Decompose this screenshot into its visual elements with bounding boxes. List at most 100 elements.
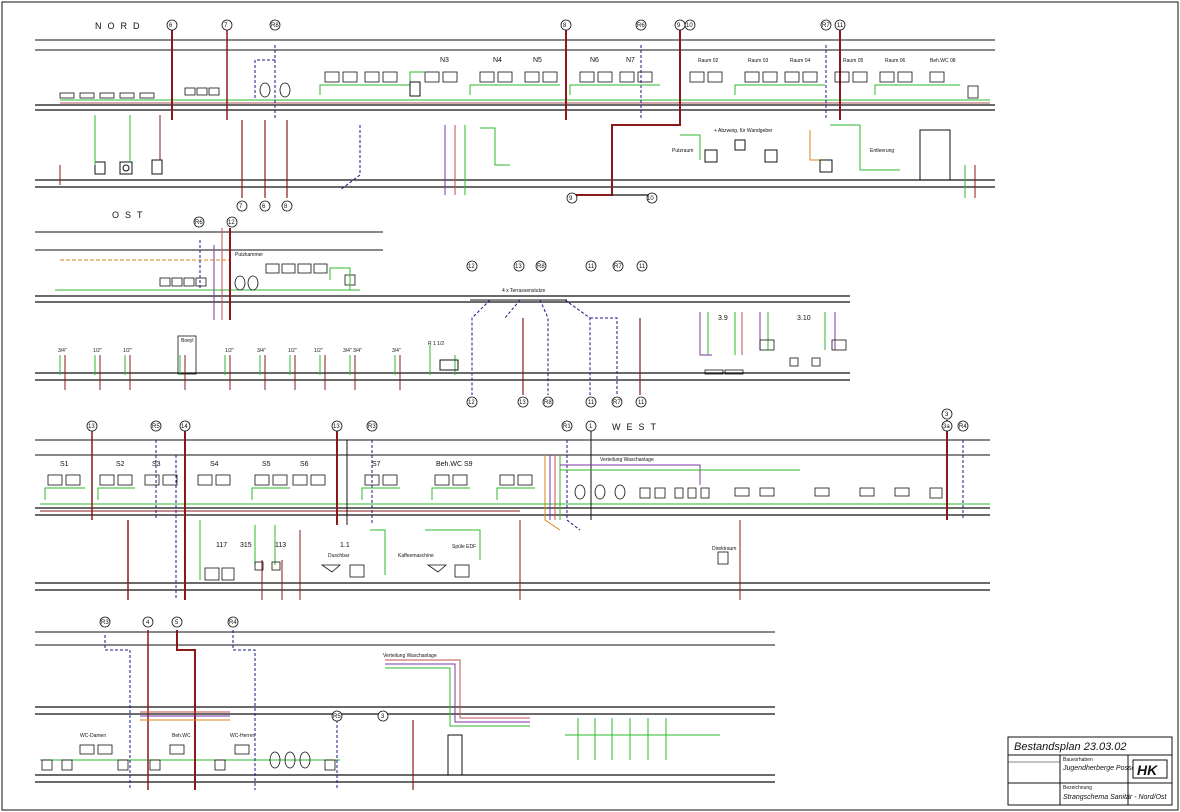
riser-marker: 12 <box>468 400 475 406</box>
section-wc: Verteilung Waschanlage WC-Damen Beh.WC W… <box>35 616 775 790</box>
room-label: 117 <box>216 542 227 549</box>
section-title-ost: OST <box>112 210 149 220</box>
dimension: 3/4" <box>257 348 266 354</box>
riser-marker: R8 <box>544 400 552 406</box>
annotation: + Abzweig. für Wandgeber <box>714 128 773 134</box>
riser-marker: 9 <box>569 196 573 202</box>
riser-marker: R8 <box>271 23 279 29</box>
room-label: Raum 06 <box>885 58 906 64</box>
room-label: S2 <box>116 461 125 468</box>
riser-marker: 11 <box>837 23 844 29</box>
riser-marker: 1 <box>589 424 593 430</box>
riser-marker: 7 <box>224 23 228 29</box>
riser-marker: R6 <box>195 220 203 226</box>
riser-marker: R8 <box>537 264 545 270</box>
dimension: 3/4" 3/4" <box>343 348 362 354</box>
riser-marker: 12 <box>228 220 235 226</box>
drawing-label: Bezeichnung <box>1063 785 1092 791</box>
riser-marker: R3 <box>368 424 376 430</box>
dimension: 1/2" <box>93 348 102 354</box>
west-markers <box>86 408 969 432</box>
riser-marker: 5 <box>175 620 179 626</box>
room-label: 315 <box>240 542 252 549</box>
riser-marker: 9 <box>677 23 681 29</box>
section-title-west: WEST <box>612 422 662 432</box>
annotation: Spüle EDF <box>452 544 476 550</box>
drawing-name: Strangschema Sanitär - Nord/Ost <box>1063 794 1168 801</box>
riser-marker: 8 <box>284 204 288 210</box>
dimension: R 1 1/2 <box>428 341 444 347</box>
riser-marker: 3 <box>945 412 949 418</box>
annotation: 4 x Terrassenstutze <box>502 288 545 294</box>
annotation: Direktraum <box>712 546 736 552</box>
project-name: Jugendherberge Possenhofen <box>1062 765 1157 772</box>
riser-marker: R7 <box>614 264 622 270</box>
riser-marker: 11 <box>638 400 645 406</box>
project-label: Bauvorhaben <box>1063 757 1093 763</box>
riser-marker: 11 <box>639 264 646 270</box>
annotation: Putzraum <box>672 148 693 154</box>
room-label: Raum 05 <box>843 58 864 64</box>
riser-marker: R7 <box>613 400 621 406</box>
room-label: N3 <box>440 57 449 64</box>
ost-markers <box>193 216 648 408</box>
room-label: N6 <box>590 57 599 64</box>
riser-marker: R1 <box>563 424 571 430</box>
annotation: Duschbar <box>328 553 350 559</box>
room-label: N4 <box>493 57 502 64</box>
riser-marker: R4 <box>229 620 237 626</box>
annotation: Verteilung Waschanlage <box>383 653 437 659</box>
dimension: 1/2" <box>314 348 323 354</box>
room-label: WC-Damen <box>80 733 106 739</box>
riser-marker: 12 <box>468 264 475 270</box>
room-label: S7 <box>372 461 381 468</box>
riser-marker: R7 <box>822 23 830 29</box>
riser-marker: 10 <box>647 196 654 202</box>
room-label: Beh.WC S9 <box>436 461 473 468</box>
riser-marker: 11 <box>588 264 595 270</box>
dimension: 1/2" <box>225 348 234 354</box>
nord-riser-markers <box>166 19 846 212</box>
riser-marker: R4 <box>959 424 967 430</box>
riser-marker: R3 <box>101 620 109 626</box>
riser-marker: 13 <box>333 424 340 430</box>
room-label: S5 <box>262 461 271 468</box>
section-title-nord: NORD <box>95 21 146 31</box>
room-label: Raum 04 <box>790 58 811 64</box>
riser-marker: 4 <box>146 620 150 626</box>
company-logo-text: HK <box>1137 762 1158 778</box>
section-nord: NORD <box>35 19 995 212</box>
room-label: N7 <box>626 57 635 64</box>
riser-marker: R5 <box>152 424 160 430</box>
room-label: 1.1 <box>340 542 350 549</box>
dimension: 1/2" <box>123 348 132 354</box>
annotation: Kaffeemaschine <box>398 553 434 559</box>
riser-marker: 13 <box>88 424 95 430</box>
dimension: 1/2" <box>288 348 297 354</box>
room-label: Beh.WC 08 <box>930 58 956 64</box>
riser-marker: 10 <box>686 23 693 29</box>
section-west: WEST Verteilung Waschanlage <box>35 408 990 600</box>
room-label: N5 <box>533 57 542 64</box>
annotation: Putzkammer <box>235 252 263 258</box>
west-basins <box>47 474 943 500</box>
riser-marker: R5 <box>333 714 341 720</box>
riser-marker: 7 <box>239 204 243 210</box>
riser-marker: 13 <box>515 264 522 270</box>
riser-marker: R6 <box>637 23 645 29</box>
room-label: Raum 03 <box>748 58 769 64</box>
room-label: S4 <box>210 461 219 468</box>
annotation: Entleerung <box>870 148 894 154</box>
riser-marker: 11 <box>588 400 595 406</box>
wc-markers <box>99 616 389 722</box>
room-label: 3.9 <box>718 315 728 322</box>
riser-marker: 6 <box>262 204 266 210</box>
riser-marker: 14 <box>181 424 188 430</box>
annotation: Verteilung Waschanlage <box>600 457 654 463</box>
room-label: WC-Herren <box>230 733 255 739</box>
dimension: 3/4" <box>58 348 67 354</box>
riser-marker: 3a <box>943 424 950 430</box>
section-ost: OST Putzkammer Boeyl 4 x Terrassenstutze <box>35 210 850 408</box>
riser-marker: 3 <box>381 714 385 720</box>
